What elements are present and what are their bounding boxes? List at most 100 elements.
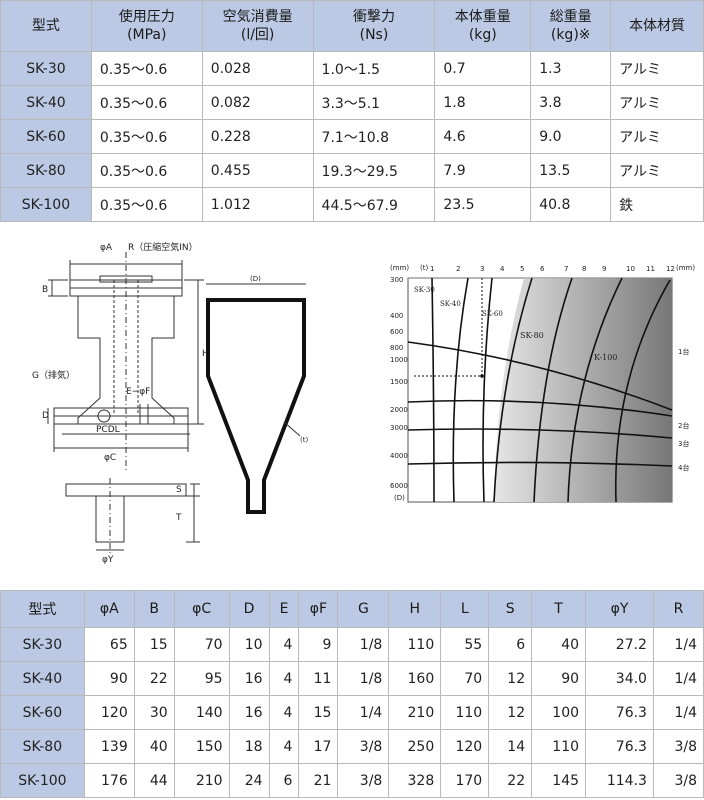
spec-cell: 23.5 <box>434 187 532 222</box>
spec-cell: 1.0〜1.5 <box>312 51 436 86</box>
spec-cell: アルミ <box>610 119 704 154</box>
top-tick-label: 6 <box>540 265 545 273</box>
dim-cell: 10 <box>228 627 270 662</box>
dim-cell: 12 <box>488 695 533 730</box>
dim-model-cell: SK-80 <box>0 729 85 764</box>
dim-cell: 16 <box>228 695 270 730</box>
left-tick-label: 800 <box>390 344 403 352</box>
spec-cell: 0.7 <box>434 51 532 86</box>
chart-axis-D: (D) <box>394 494 405 502</box>
dim-cell: 120 <box>83 695 135 730</box>
spec-header-pressure: 使用圧力(MPa) <box>90 0 203 52</box>
dim-header-cell: φC <box>173 590 230 628</box>
spec-table: 型式 使用圧力(MPa) 空気消費量(l/回) 衝撃力(Ns) 本体重量(kg)… <box>0 0 704 222</box>
top-tick-label: 1 <box>430 265 434 273</box>
right-label-2: 2台 <box>678 421 689 430</box>
dim-cell: 4 <box>268 695 300 730</box>
dim-cell: 4 <box>268 627 300 662</box>
spec-cell: 0.028 <box>201 51 314 86</box>
dim-cell: 18 <box>228 729 270 764</box>
spec-cell: 40.8 <box>530 187 612 222</box>
dim-cell: 100 <box>531 695 587 730</box>
spec-cell: 0.35〜0.6 <box>90 85 203 120</box>
dim-header-cell: G <box>337 590 390 628</box>
dim-cell: 12 <box>488 661 533 696</box>
left-tick-label: 300 <box>390 276 403 284</box>
dim-cell: 22 <box>488 763 533 798</box>
dim-cell: 40 <box>133 729 175 764</box>
spec-cell: 0.35〜0.6 <box>90 187 203 222</box>
spec-cell: 3.8 <box>530 85 612 120</box>
dim-cell: 27.2 <box>585 627 654 662</box>
curve-label-sk60: SK-60 <box>482 310 503 318</box>
spec-model-cell: SK-100 <box>0 187 92 222</box>
dim-cell: 3/8 <box>337 729 390 764</box>
dim-cell: 15 <box>298 695 339 730</box>
spec-header-body-weight: 本体重量(kg) <box>434 0 532 52</box>
left-tick-label: 3000 <box>390 424 408 432</box>
dim-cell: 6 <box>268 763 300 798</box>
spec-cell: 3.3〜5.1 <box>312 85 436 120</box>
dim-cell: 3/8 <box>652 763 704 798</box>
top-tick-label: 5 <box>520 265 524 273</box>
top-tick-label: 10 <box>626 265 635 273</box>
left-tick-label: 6000 <box>390 482 408 490</box>
top-tick-label: 3 <box>480 265 484 273</box>
dim-header-cell: T <box>531 590 587 628</box>
dim-header-cell: B <box>133 590 175 628</box>
label-T: T <box>175 513 182 523</box>
spec-cell: 13.5 <box>530 153 612 188</box>
spec-model-cell: SK-30 <box>0 51 92 86</box>
left-tick-label: 600 <box>390 328 403 336</box>
dim-header-cell: S <box>488 590 533 628</box>
chart-unit-inner: (t) <box>420 264 428 272</box>
dim-cell: 40 <box>531 627 587 662</box>
dim-cell: 250 <box>388 729 442 764</box>
top-tick-label: 8 <box>582 265 586 273</box>
dim-cell: 110 <box>531 729 587 764</box>
dim-cell: 145 <box>531 763 587 798</box>
dim-cell: 17 <box>298 729 339 764</box>
dim-cell: 210 <box>173 763 230 798</box>
dim-cell: 9 <box>298 627 339 662</box>
dim-header-cell: E <box>268 590 300 628</box>
dim-cell: 3/8 <box>652 729 704 764</box>
left-tick-label: 400 <box>390 312 403 320</box>
right-label-4: 4台 <box>678 463 689 472</box>
spec-header-material: 本体材質 <box>610 0 704 52</box>
dim-model-cell: SK-40 <box>0 661 85 696</box>
dim-cell: 70 <box>173 627 230 662</box>
spec-cell: 0.455 <box>201 153 314 188</box>
spec-model-cell: SK-40 <box>0 85 92 120</box>
dim-cell: 21 <box>298 763 339 798</box>
top-tick-label: 2 <box>456 265 460 273</box>
spec-cell: アルミ <box>610 85 704 120</box>
curve-label-sk40: SK-40 <box>440 300 461 308</box>
left-tick-label: 4000 <box>390 452 408 460</box>
dim-cell: 90 <box>531 661 587 696</box>
spec-model-cell: SK-60 <box>0 119 92 154</box>
dim-cell: 120 <box>440 729 490 764</box>
top-tick-label: 7 <box>564 265 568 273</box>
spec-cell: 鉄 <box>610 187 704 222</box>
dim-header-cell: 型式 <box>0 590 85 628</box>
dim-model-cell: SK-100 <box>0 763 85 798</box>
dim-cell: 110 <box>440 695 490 730</box>
spec-cell: アルミ <box>610 153 704 188</box>
dim-header-cell: φA <box>83 590 135 628</box>
dim-cell: 328 <box>388 763 442 798</box>
dim-cell: 15 <box>133 627 175 662</box>
dim-header-cell: L <box>440 590 490 628</box>
label-D: D <box>42 411 49 421</box>
dim-cell: 114.3 <box>585 763 654 798</box>
dim-cell: 76.3 <box>585 729 654 764</box>
spec-cell: 7.1〜10.8 <box>312 119 436 154</box>
dim-cell: 139 <box>83 729 135 764</box>
